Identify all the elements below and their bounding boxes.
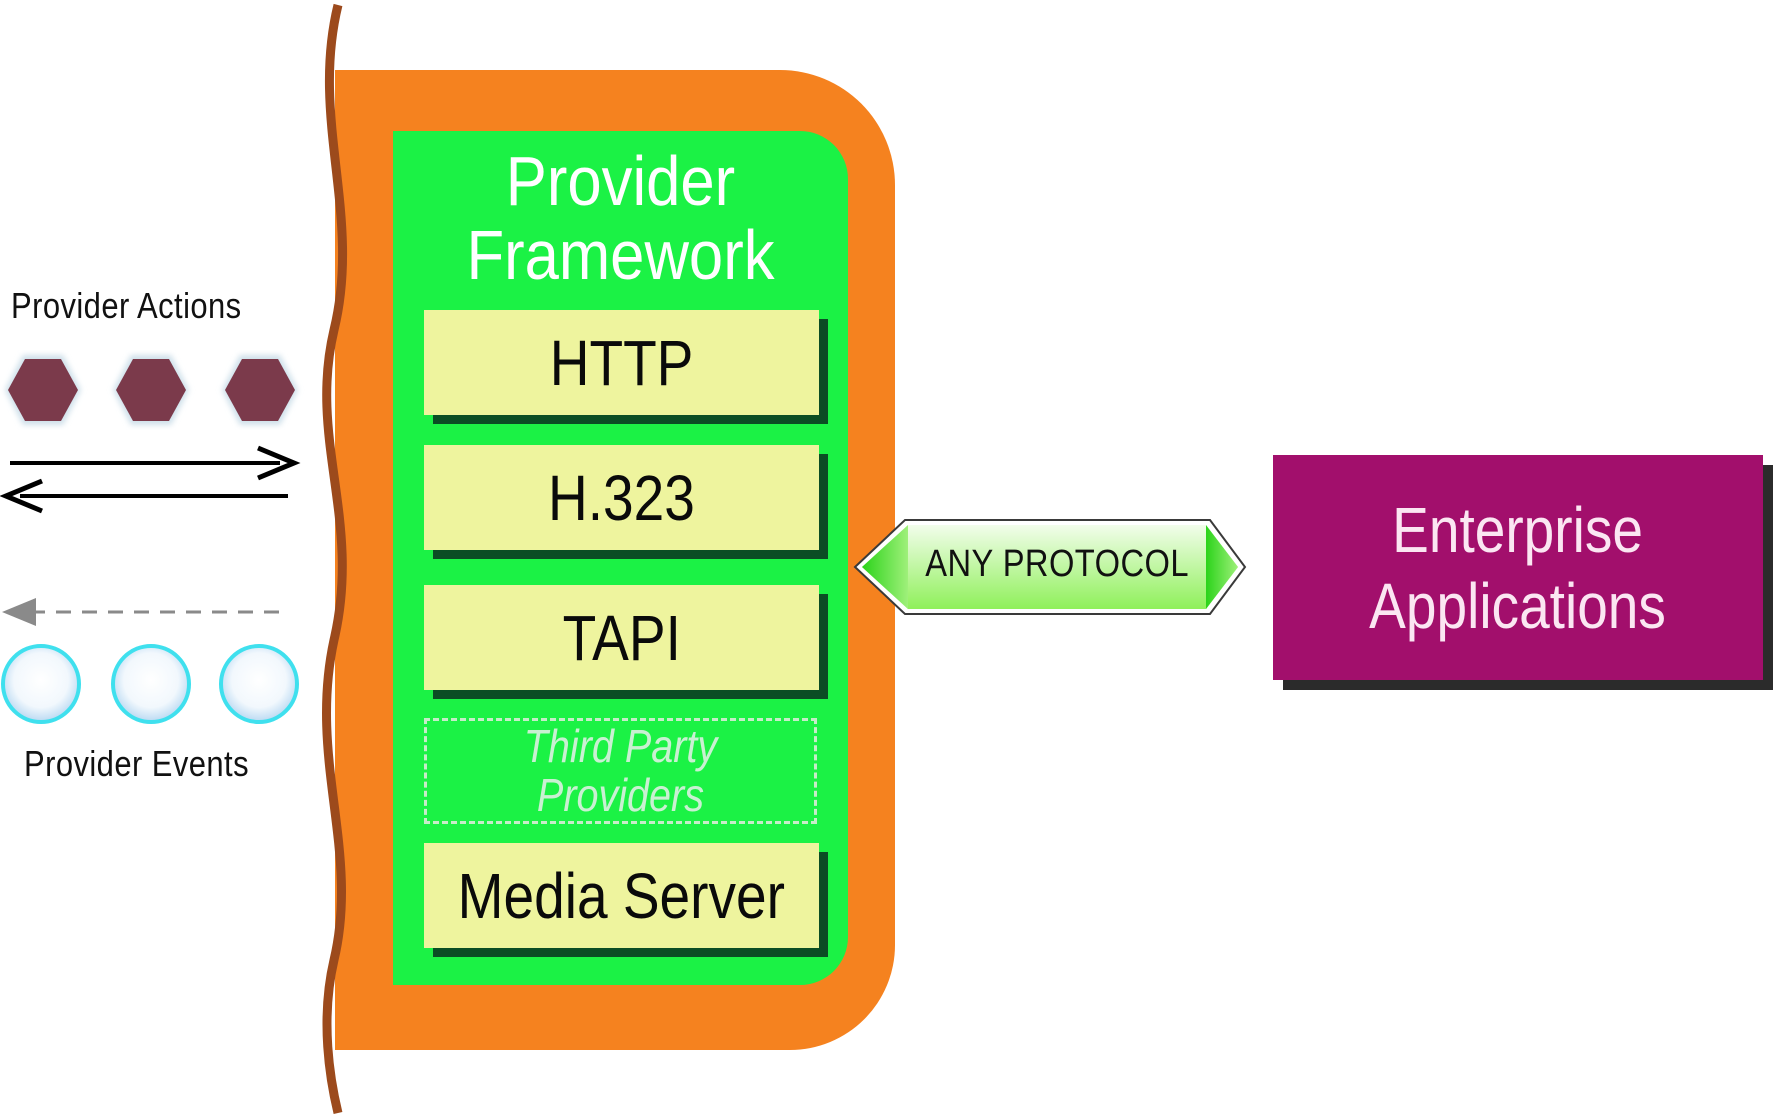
circle-icon: [219, 644, 299, 724]
tapi-provider-label: TAPI: [562, 601, 681, 674]
protocol-connector: [853, 519, 1247, 615]
hexagon-icon: [222, 355, 298, 425]
left-arrowhead-icon: [862, 525, 908, 609]
third-party-providers-label: Third Party Providers: [523, 720, 718, 821]
hexagon-icon: [113, 355, 189, 425]
right-arrowhead-icon: [1206, 525, 1238, 609]
h323-provider-box: H.323: [424, 445, 819, 550]
provider-actions-label: Provider Actions: [11, 285, 242, 326]
provider-events-icons: [1, 644, 299, 724]
wavy-boundary-line: [321, 3, 348, 1115]
framework-title: Provider Framework: [466, 142, 775, 294]
left-arrow-icon: [0, 478, 288, 514]
http-provider-box: HTTP: [424, 310, 819, 415]
protocol-label: ANY PROTOCOL: [925, 543, 1189, 585]
right-arrow-icon: [10, 445, 301, 481]
provider-actions-icons: [5, 355, 298, 425]
framework-inner-panel: [393, 131, 848, 985]
media-server-label: Media Server: [457, 859, 786, 932]
circle-icon: [111, 644, 191, 724]
bidirectional-arrows: [0, 445, 301, 514]
third-party-providers-box: Third Party Providers: [424, 718, 817, 824]
enterprise-applications-label: Enterprise Applications: [1369, 493, 1667, 642]
events-arrow: [2, 598, 290, 626]
circle-icon: [1, 644, 81, 724]
h323-provider-label: H.323: [548, 461, 695, 534]
provider-events-label: Provider Events: [24, 743, 249, 784]
tapi-provider-box: TAPI: [424, 585, 819, 690]
enterprise-applications-box: Enterprise Applications: [1273, 455, 1763, 680]
media-server-box: Media Server: [424, 843, 819, 948]
hexagon-icon: [5, 355, 81, 425]
http-provider-label: HTTP: [549, 326, 694, 399]
dashed-left-arrow-icon: [2, 598, 290, 626]
